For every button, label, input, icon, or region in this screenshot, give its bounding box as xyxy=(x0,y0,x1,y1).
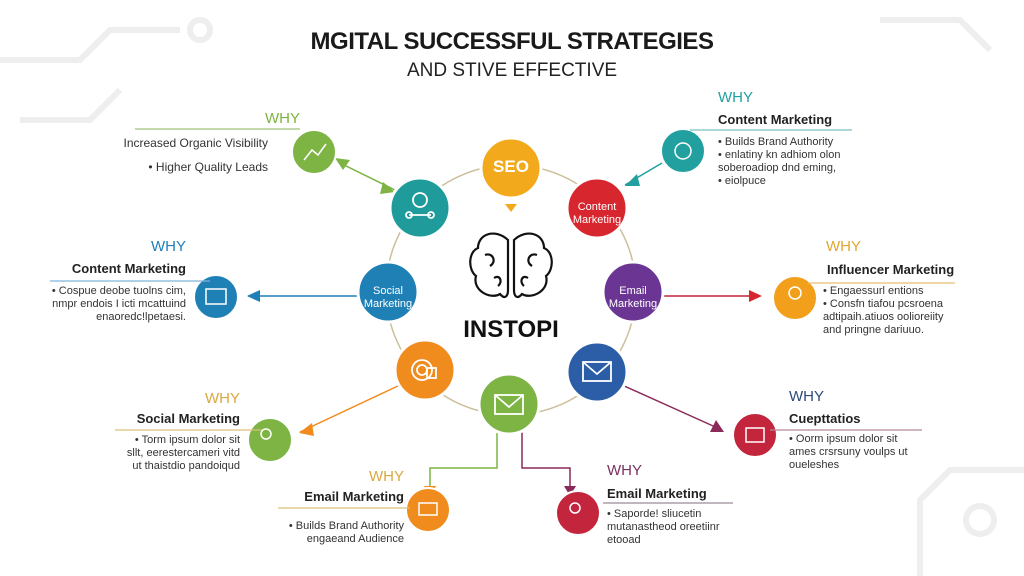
connector-target xyxy=(299,384,401,433)
card-bullet: engaeand Audience xyxy=(306,533,404,545)
brand-name: INSTOPI xyxy=(463,316,559,343)
arrow-head xyxy=(749,290,762,302)
ring-node-blue-envelope[interactable] xyxy=(565,340,629,404)
ring-label-line: Marketing xyxy=(572,214,622,226)
circuit-decoration xyxy=(0,17,1024,576)
card-bullet: enaoredc!lpetaesi. xyxy=(96,311,186,323)
ring-node-email-marketing[interactable] xyxy=(601,260,665,324)
page-subtitle: AND STIVE EFFECTIVE xyxy=(406,60,618,81)
envelope-icon xyxy=(582,361,612,382)
card-bullet: adtipaih.atiuos oolioreiity xyxy=(823,311,944,323)
target-icon xyxy=(411,359,437,381)
network-icon xyxy=(405,192,435,219)
brain-icon xyxy=(469,232,553,299)
ring-node-seo[interactable] xyxy=(479,136,543,200)
why-label: WHY xyxy=(369,468,404,485)
why-label: WHY xyxy=(789,388,824,405)
card-title: Content Marketing xyxy=(71,261,186,276)
why-label: WHY xyxy=(718,89,753,106)
card-bullet: • Oorm ipsum dolor sit xyxy=(789,433,898,445)
ring-node-green-envelope[interactable] xyxy=(477,372,541,436)
ring-label-seo: SEO xyxy=(493,157,529,176)
card-bullet: • Higher Quality Leads xyxy=(148,160,268,174)
card-bullet: • eiolpuce xyxy=(718,175,766,187)
why-label: WHY xyxy=(151,238,186,255)
browser-icon xyxy=(205,288,227,305)
ring-node-social-marketing[interactable] xyxy=(356,260,420,324)
card-title: Email Marketing xyxy=(304,489,404,504)
card-node-content-right[interactable] xyxy=(660,128,706,174)
card-node-cuepttatios[interactable] xyxy=(732,412,778,458)
person-icon xyxy=(788,286,802,300)
ring-label-line: Marketing xyxy=(608,298,658,310)
card-bullet: • Engaessurl entions xyxy=(823,285,924,297)
users-icon xyxy=(260,428,272,440)
card-bullet: • Builds Brand Authority xyxy=(718,136,834,148)
building-icon xyxy=(745,427,765,443)
card-node-social[interactable] xyxy=(247,417,293,463)
why-label: WHY xyxy=(826,238,861,255)
arrowheads xyxy=(247,158,762,496)
card-bullet: mutanastheod oreetiinr xyxy=(607,521,720,533)
gear-icon xyxy=(674,142,692,160)
people-icon xyxy=(569,502,581,514)
card-node-email-orange[interactable] xyxy=(405,487,451,533)
chart-icon xyxy=(303,143,327,161)
ring-node-network[interactable] xyxy=(388,176,452,240)
card-node-email-crimson[interactable] xyxy=(555,490,601,536)
card-bullets: • Engaessurl entions• Consfn tiafou pcsr… xyxy=(823,285,943,337)
card-title: Social Marketing xyxy=(136,411,240,426)
arrow-head xyxy=(505,204,517,212)
why-label: WHY xyxy=(205,390,240,407)
card-bullet: sllt, eerestercameri vitd xyxy=(126,447,240,459)
card-bullet: • enlatiny kn adhiom olon xyxy=(718,149,841,161)
ring-label-line: Email xyxy=(619,285,647,297)
card-title: Increased Organic Visibility xyxy=(123,136,268,150)
connector-green-envelope xyxy=(429,432,498,488)
card-bullet: • Saporde! sliucetin xyxy=(607,508,702,520)
card-title: Influencer Marketing xyxy=(827,262,955,277)
arrow-head xyxy=(380,182,395,194)
card-bullet: ut thaistdio pandoiqud xyxy=(132,460,240,472)
arrow-head xyxy=(247,290,260,302)
ring-label-line: Content xyxy=(577,201,617,213)
card-bullet: ames crsrsuny voulps ut xyxy=(789,446,908,458)
card-bullet: • Builds Brand Authority xyxy=(288,520,404,532)
card-bullet: • Cospue deobe tuolns cim, xyxy=(51,285,186,297)
card-bullet: • Consfn tiafou pcsroena xyxy=(823,298,944,310)
card-bullets: • Cospue deobe tuolns cim,nmpr endois I … xyxy=(52,285,186,324)
card-bullets: • Builds Brand Authority• enlatiny kn ad… xyxy=(718,136,840,188)
card-bullet: soberoadiop dnd eming, xyxy=(718,162,837,174)
page-title: MGITAL SUCCESSFUL STRATEGIES xyxy=(310,28,714,55)
envelope-icon xyxy=(494,394,524,415)
ring-label-line: Social xyxy=(373,285,403,297)
why-label: WHY xyxy=(607,462,642,479)
arrow-head xyxy=(625,174,640,186)
arrow-head xyxy=(710,420,724,432)
card-bullet: etooad xyxy=(607,534,641,546)
ring-label-line: Marketing xyxy=(363,298,413,310)
connector-blue-envelope xyxy=(621,384,723,431)
card-bullet: • Torm ipsum dolor sit xyxy=(134,434,240,446)
card-bullet: oueleshes xyxy=(789,459,840,471)
connector-crimson xyxy=(521,432,571,488)
ring-node-target[interactable] xyxy=(393,338,457,402)
card-bullet: and pringne dariuuo. xyxy=(823,324,924,336)
ring-node-content-marketing[interactable] xyxy=(565,176,629,240)
why-label: WHY xyxy=(265,110,300,127)
arrow-head xyxy=(564,486,576,496)
chat-icon xyxy=(418,502,438,516)
card-title: Content Marketing xyxy=(718,112,833,127)
card-node-content-left[interactable] xyxy=(193,274,239,320)
arrow-head xyxy=(335,158,350,170)
card-node-influencer[interactable] xyxy=(772,275,818,321)
card-title: Cuepttatios xyxy=(789,411,861,426)
card-title: Email Marketing xyxy=(607,486,707,501)
card-bullet: nmpr endois I icti mcattuind xyxy=(52,298,186,310)
arrow-head xyxy=(299,423,314,436)
